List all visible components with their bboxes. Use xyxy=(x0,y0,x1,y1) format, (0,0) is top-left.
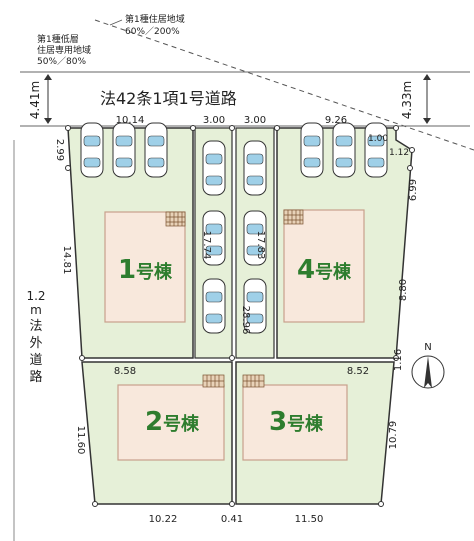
upper-zone-label-2: 60%／200% xyxy=(125,26,180,37)
car-icon xyxy=(243,210,267,266)
north-compass: N xyxy=(411,342,445,389)
upper-zone-label-1: 第1種住居地域 xyxy=(125,13,185,25)
svg-text:m: m xyxy=(30,303,42,317)
house-2-label: 2号棟 xyxy=(145,407,200,437)
dim-mid-lot2: 8.58 xyxy=(114,366,136,377)
car-icon xyxy=(300,122,324,178)
dim-bottom-lot2: 10.22 xyxy=(149,514,178,525)
boundary-markers xyxy=(65,125,415,507)
parking-spaces xyxy=(80,122,388,334)
lower-zone-label-2: 住居専用地域 xyxy=(37,44,91,56)
dim-corner-b: 1.12 xyxy=(389,148,409,158)
north-arrow-icon xyxy=(424,356,432,388)
dim-left-lot2: 11.60 xyxy=(75,426,86,455)
svg-text:道: 道 xyxy=(29,353,42,368)
house-4-label: 4号棟 xyxy=(297,255,352,285)
car-icon xyxy=(202,140,226,196)
car-icon xyxy=(202,278,226,334)
car-icon xyxy=(364,122,388,178)
arrowhead xyxy=(423,74,431,80)
dim-right-lot4: 8.80 xyxy=(398,279,409,301)
dim-path-left: 17.74 xyxy=(201,231,212,260)
dim-right-offset: 1.16 xyxy=(393,349,404,371)
dim-path-right-b: 28.96 xyxy=(240,306,251,335)
car-icon xyxy=(112,122,136,178)
dim-top-path-left: 3.00 xyxy=(203,115,225,126)
car-icon xyxy=(202,210,226,266)
dim-mid-lot3: 8.52 xyxy=(347,366,369,377)
car-icon xyxy=(80,122,104,178)
svg-text:1.2: 1.2 xyxy=(26,289,45,303)
dim-right-lot3: 10.79 xyxy=(388,421,399,450)
dim-left-lot1-upper: 2.99 xyxy=(54,139,65,161)
lower-zone-label-1: 第1種低層 xyxy=(37,33,79,45)
road-width-left: 4.41m xyxy=(28,81,42,119)
entry-hatches xyxy=(165,209,304,388)
car-icon xyxy=(144,122,168,178)
side-road-label: 1.2 m 法 外 道 路 xyxy=(26,289,45,385)
svg-text:外: 外 xyxy=(29,336,42,351)
arrowhead xyxy=(423,118,431,124)
dim-left-lot1: 14.81 xyxy=(61,246,72,275)
dim-bottom-gap: 0.41 xyxy=(221,514,243,525)
zone-leader-line xyxy=(109,19,123,26)
dim-bottom-lot3: 11.50 xyxy=(295,514,324,525)
house-4-footprint xyxy=(283,209,365,323)
road-label-top: 法42条1項1号道路 xyxy=(100,89,237,108)
north-label: N xyxy=(424,342,431,353)
house-1-label: 1号棟 xyxy=(118,255,173,285)
car-icon xyxy=(243,140,267,196)
car-icon xyxy=(243,278,267,334)
dim-right-lot4-upper: 6.99 xyxy=(408,179,419,201)
zone-boundary-line xyxy=(94,19,474,151)
arrowhead xyxy=(44,74,52,80)
svg-text:路: 路 xyxy=(29,369,42,385)
house-3-footprint xyxy=(242,384,348,461)
house-2-footprint xyxy=(117,384,225,461)
dim-corner-a: 1.00 xyxy=(368,134,388,144)
car-icon xyxy=(332,122,356,178)
arrowhead xyxy=(44,118,52,124)
house-3-label: 3号棟 xyxy=(269,407,324,437)
dim-top-lot4: 9.26 xyxy=(325,115,347,126)
dim-top-lot1: 10.14 xyxy=(116,115,145,126)
lower-zone-label-3: 50%／80% xyxy=(37,56,86,67)
house-1-footprint xyxy=(104,211,186,323)
dim-top-path-right: 3.00 xyxy=(244,115,266,126)
svg-text:法: 法 xyxy=(29,319,42,334)
dim-path-right-a: 17.83 xyxy=(255,231,266,260)
road-width-right: 4.33m xyxy=(400,81,414,119)
